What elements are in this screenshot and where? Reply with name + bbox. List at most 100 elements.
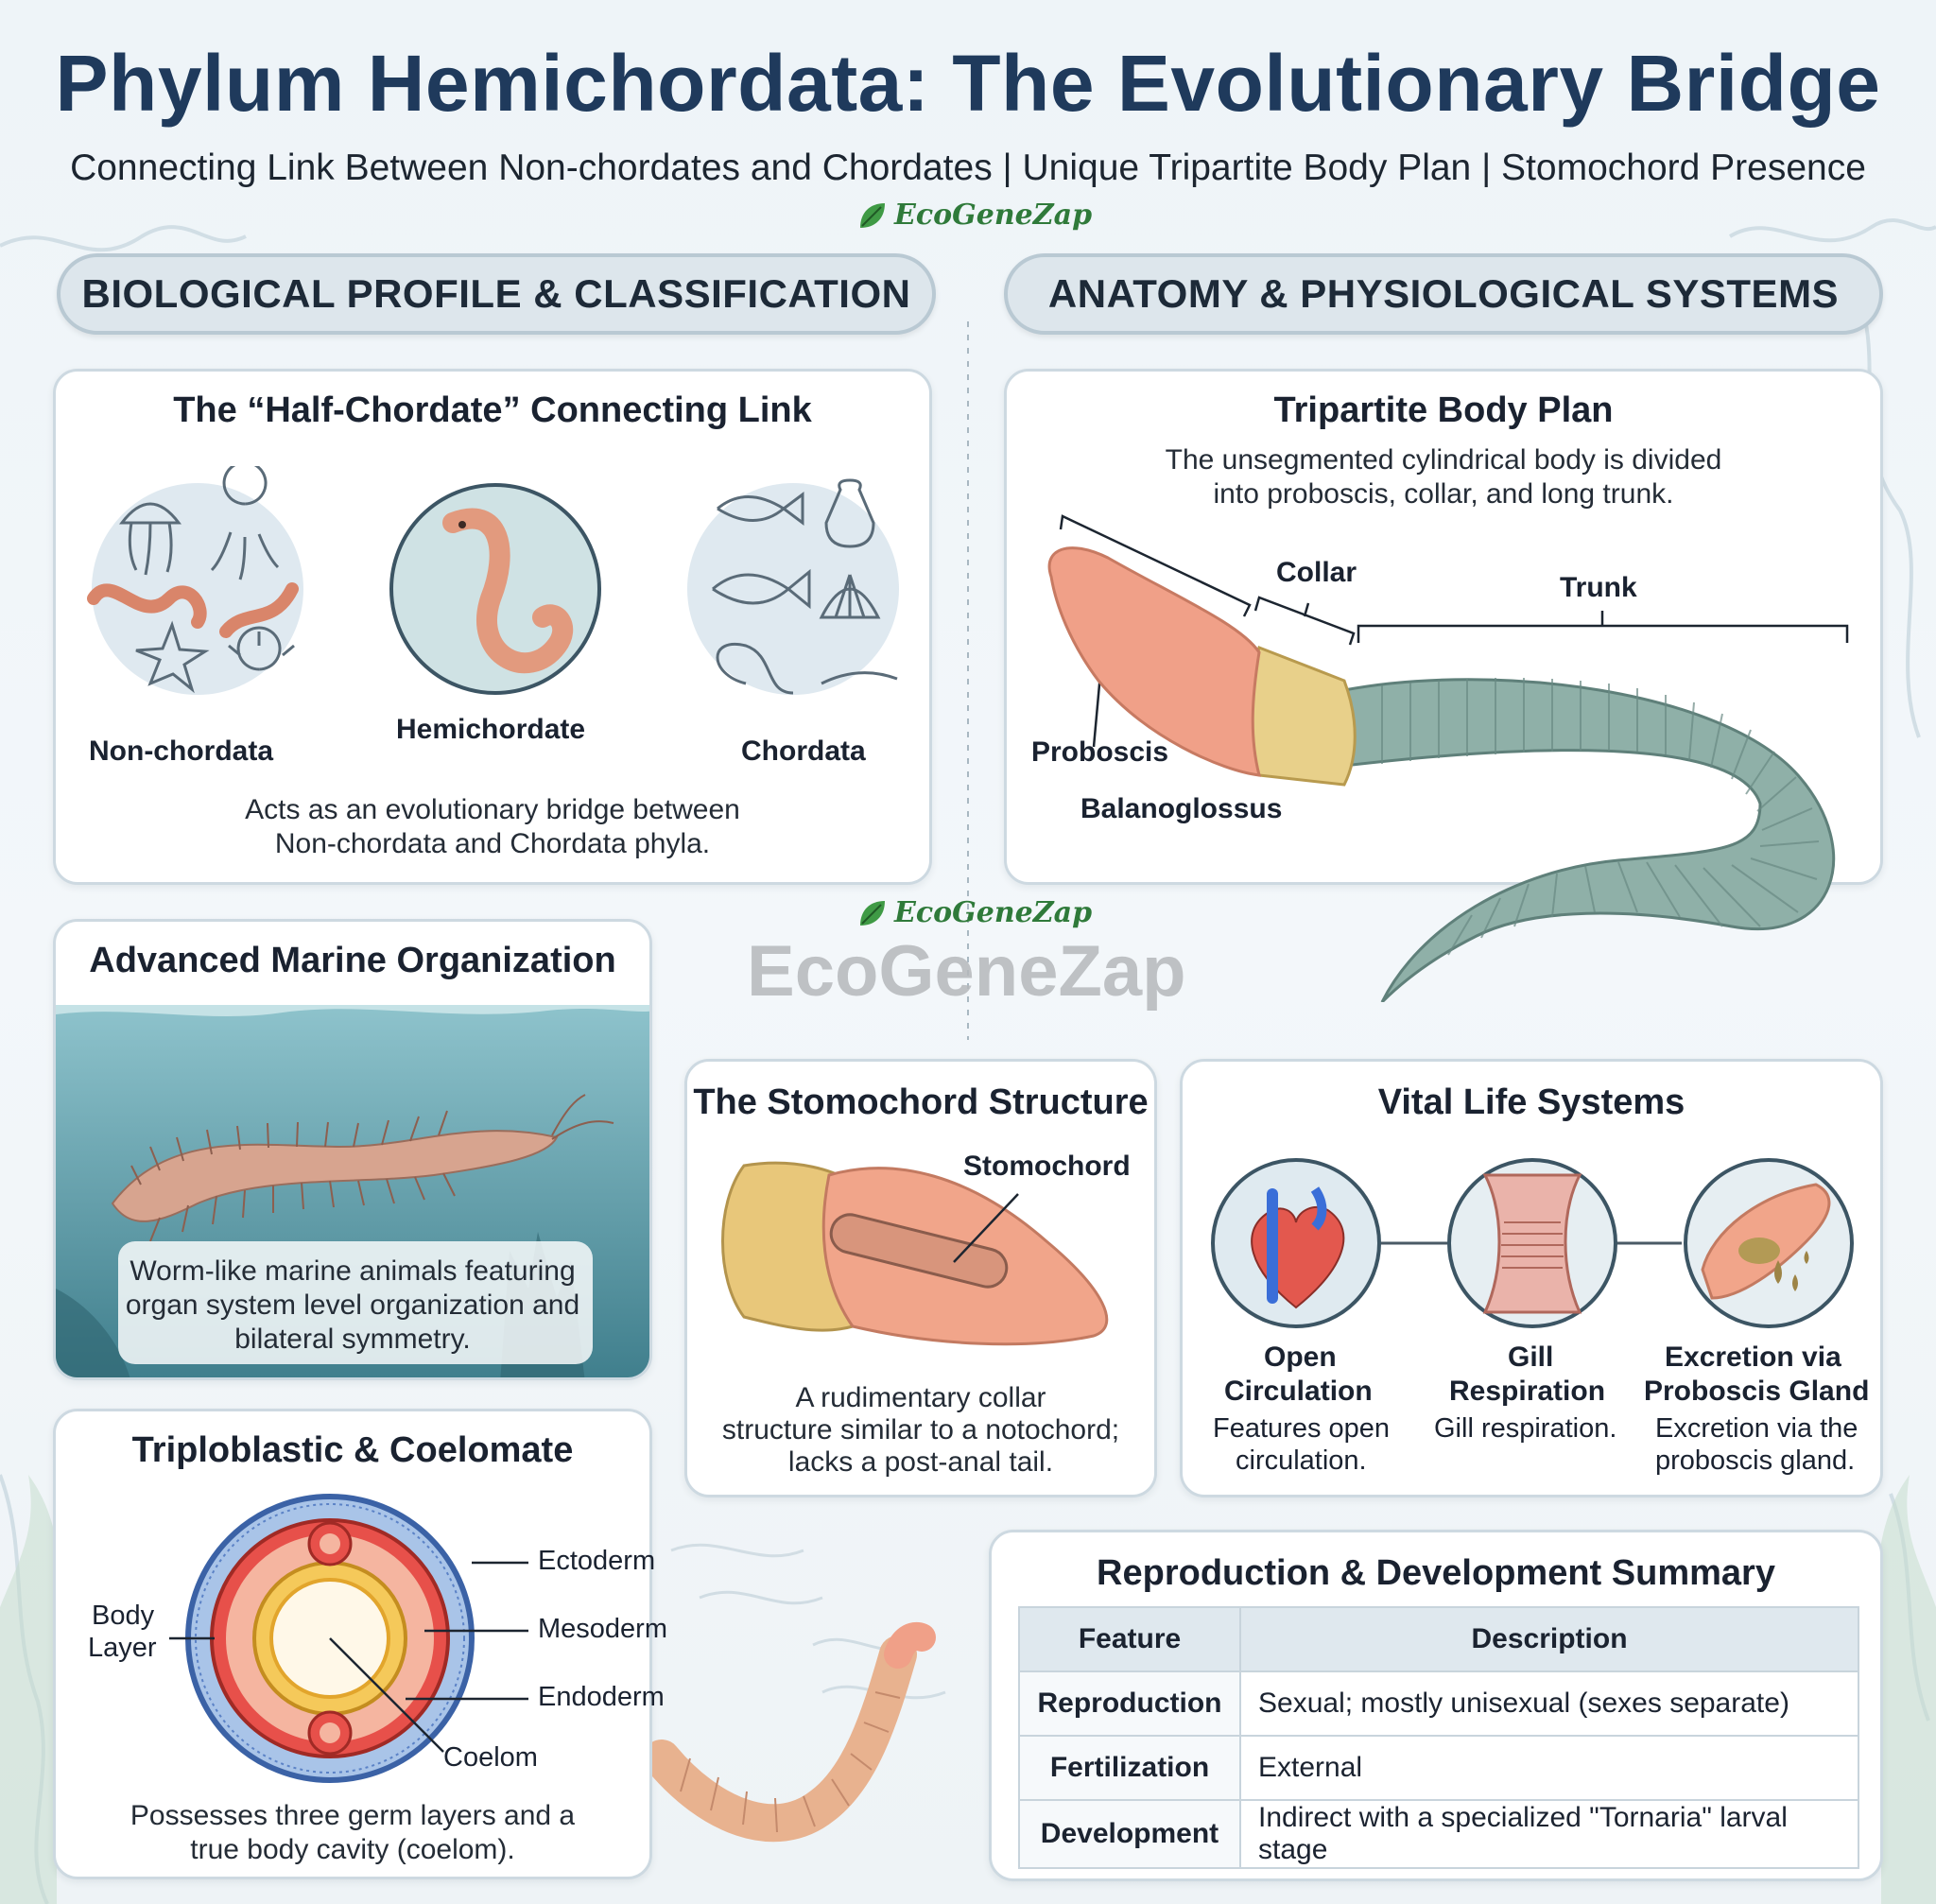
- reproduction-title: Reproduction & Development Summary: [1097, 1553, 1775, 1593]
- vital-item-2-name-2: Respiration: [1449, 1376, 1606, 1407]
- sea-urchin-icon: [228, 626, 295, 671]
- vital-item-1-name-2: Circulation: [1224, 1376, 1373, 1407]
- nereis-worm-icon: [111, 1130, 559, 1222]
- hemichordate-group: [389, 483, 601, 695]
- tripartite-text-2: into proboscis, collar, and long trunk.: [1213, 478, 1674, 510]
- table-row: Development Indirect with a specialized …: [1018, 1799, 1859, 1869]
- stomochord-pointer: [953, 1193, 1019, 1263]
- vital-item-3-name-2: Proboscis Gland: [1644, 1376, 1870, 1407]
- vital-item-2-name-1: Gill: [1508, 1341, 1554, 1373]
- half-chordate-card: The “Half-Chordate” Connecting Link: [53, 369, 932, 885]
- marine-title: Advanced Marine Organization: [89, 941, 616, 980]
- label-body-layer-2: Layer: [88, 1633, 157, 1663]
- shell-icon: [819, 574, 881, 619]
- vital-item-3-desc-2: proboscis gland.: [1655, 1445, 1856, 1476]
- worm-icon-2: [219, 582, 299, 638]
- balanoglossus-illustration: [1047, 514, 1849, 1002]
- marine-illustration: [56, 1005, 649, 1377]
- vital-item-1-desc-2: circulation.: [1236, 1445, 1367, 1476]
- proboscis-bracket: [1059, 514, 1252, 617]
- table-cell-description: Indirect with a specialized "Tornaria" l…: [1239, 1799, 1859, 1869]
- table-cell-description: External: [1239, 1735, 1859, 1801]
- stomochord-title: The Stomochord Structure: [693, 1082, 1149, 1122]
- heart-icon: [1251, 1186, 1345, 1309]
- stomochord-text-1: A rudimentary collar: [795, 1382, 1046, 1413]
- label-trunk: Trunk: [1560, 572, 1637, 603]
- page-title: Phylum Hemichordata: The Evolutionary Br…: [55, 39, 1881, 128]
- stomochord-text-2: structure similar to a notochord;: [721, 1414, 1120, 1445]
- label-chordata: Chordata: [741, 736, 866, 767]
- section-header-left: BIOLOGICAL PROFILE & CLASSIFICATION: [57, 253, 936, 335]
- marine-text-1: Worm-like marine animals featuring: [130, 1255, 576, 1287]
- vital-item-1-name-1: Open: [1264, 1341, 1337, 1373]
- label-hemichordate: Hemichordate: [396, 714, 586, 745]
- half-chordate-title: The “Half-Chordate” Connecting Link: [173, 390, 812, 430]
- stomochord-rod: [829, 1213, 1009, 1289]
- proboscis-gland-icon: [1701, 1183, 1831, 1300]
- stomochord-card: The Stomochord Structure Stomochord A ru…: [684, 1059, 1157, 1497]
- table-cell-description: Sexual; mostly unisexual (sexes separate…: [1239, 1670, 1859, 1737]
- trunk-body: [1342, 678, 1835, 1002]
- brand-logo: EcoGeneZap: [856, 199, 1092, 232]
- page-subtitle: Connecting Link Between Non-chordates an…: [70, 147, 1866, 188]
- jellyfish-icon: [118, 502, 182, 576]
- lancelet-icon: [821, 671, 898, 685]
- reproduction-card: Reproduction & Development Summary Featu…: [989, 1530, 1883, 1881]
- label-mesoderm: Mesoderm: [538, 1614, 667, 1644]
- worm-icon: [87, 583, 207, 629]
- label-stomochord: Stomochord: [963, 1151, 1131, 1182]
- marine-text-2: organ system level organization and: [125, 1290, 580, 1321]
- stomochord-text-3: lacks a post-anal tail.: [787, 1446, 1054, 1478]
- starfish-icon: [135, 620, 210, 694]
- gill-icon: [1482, 1173, 1582, 1314]
- tripartite-text-1: The unsegmented cylindrical body is divi…: [1165, 444, 1722, 476]
- tunicate-icon: [824, 478, 875, 548]
- coelom-pointer: [329, 1637, 444, 1753]
- label-collar: Collar: [1276, 557, 1357, 588]
- vital-item-3-name-1: Excretion via: [1665, 1341, 1841, 1373]
- leaf-icon: [860, 900, 885, 926]
- table-cell-feature: Development: [1018, 1799, 1241, 1869]
- table-row: Reproduction Sexual; mostly unisexual (s…: [1018, 1670, 1859, 1737]
- triploblastic-text-2: true body cavity (coelom).: [190, 1834, 515, 1865]
- table-header-description: Description: [1239, 1606, 1859, 1672]
- classification-illustration: [87, 466, 899, 695]
- section-header-right: ANATOMY & PHYSIOLOGICAL SYSTEMS: [1004, 253, 1883, 335]
- chordata-group: [687, 478, 899, 695]
- label-endoderm: Endoderm: [538, 1682, 665, 1712]
- label-coelom: Coelom: [443, 1742, 538, 1773]
- tripartite-title: Tripartite Body Plan: [1273, 390, 1614, 430]
- leaf-icon: [860, 202, 885, 228]
- trunk-segments: [1381, 678, 1820, 956]
- watermark-text: EcoGeneZap: [747, 931, 1186, 1012]
- vital-item-2-desc-1: Gill respiration.: [1434, 1413, 1617, 1444]
- table-header-feature: Feature: [1018, 1606, 1241, 1672]
- half-chordate-text-2: Non-chordata and Chordata phyla.: [274, 828, 711, 859]
- label-proboscis: Proboscis: [1031, 736, 1169, 768]
- collar-segment: [721, 1161, 855, 1332]
- collar-bracket: [1253, 596, 1356, 646]
- non-chordata-group: [87, 466, 303, 695]
- vital-item-3-desc-1: Excretion via the: [1655, 1413, 1858, 1444]
- octopus-icon: [210, 466, 280, 580]
- label-non-chordata: Non-chordata: [89, 736, 273, 767]
- proboscis-body: [1047, 546, 1261, 777]
- marine-text-3: bilateral symmetry.: [234, 1324, 471, 1355]
- trunk-bracket: [1357, 624, 1849, 643]
- reproduction-table: Feature Description Reproduction Sexual;…: [1018, 1606, 1859, 1869]
- vital-item-1-desc-1: Features open: [1213, 1413, 1391, 1444]
- table-cell-feature: Reproduction: [1018, 1670, 1241, 1737]
- germ-layer-diagram: [169, 1494, 528, 1783]
- vital-systems-icons: [1211, 1158, 1854, 1328]
- hemichordate-worm-icon: [442, 508, 574, 674]
- fish-icon: [717, 492, 804, 526]
- triploblastic-title: Triploblastic & Coelomate: [131, 1430, 574, 1470]
- vital-systems-title: Vital Life Systems: [1377, 1082, 1685, 1122]
- brand-name: EcoGeneZap: [894, 199, 1093, 232]
- fish-icon-2: [712, 568, 811, 610]
- marine-card: Advanced Marine Organization Worm-like m…: [53, 919, 652, 1380]
- stomochord-illustration: [721, 1161, 1109, 1346]
- table-header-row: Feature Description: [1018, 1606, 1859, 1672]
- table-cell-feature: Fertilization: [1018, 1735, 1241, 1801]
